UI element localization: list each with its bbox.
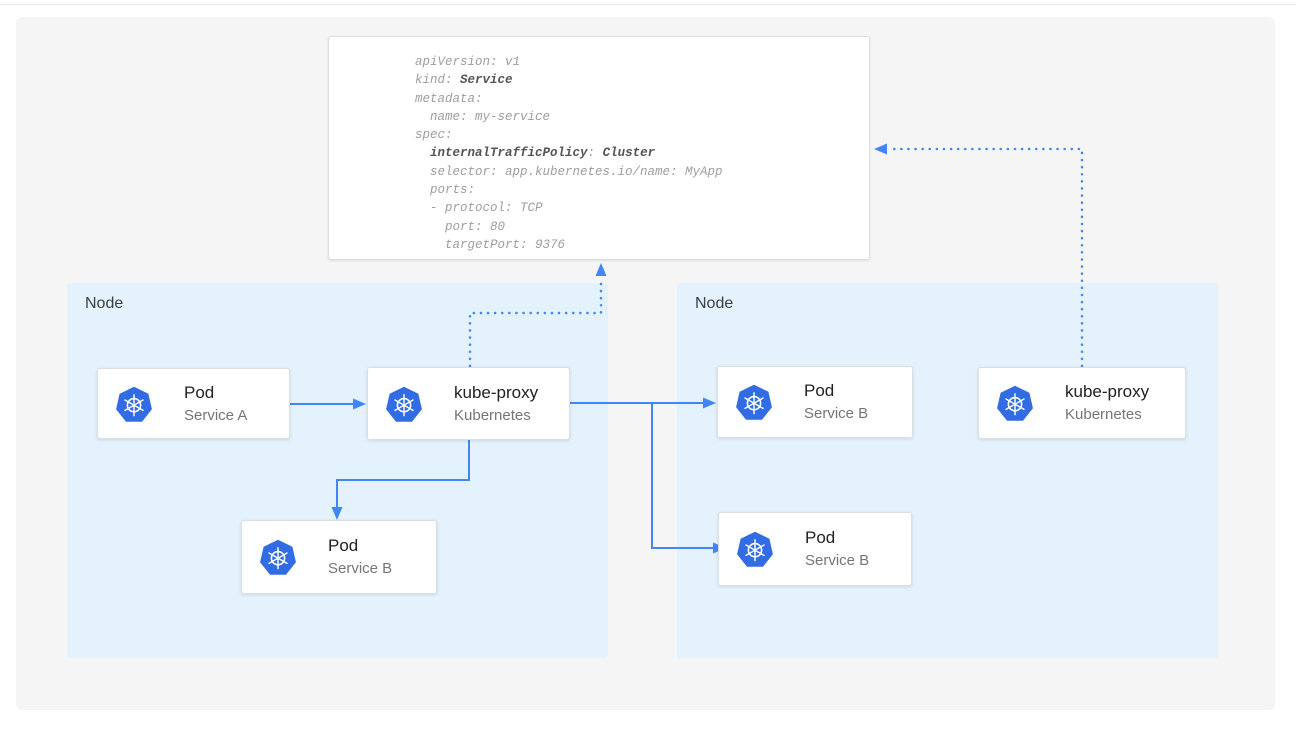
card-subtitle: Kubernetes [454, 406, 531, 424]
node-left: Node [67, 283, 608, 658]
kubernetes-icon [735, 529, 775, 569]
node-right: Node [677, 283, 1218, 658]
pod-card-service-a: Pod Service A [97, 368, 290, 439]
kube-proxy-card-left: kube-proxy Kubernetes [367, 367, 570, 440]
card-title: Pod [328, 536, 359, 555]
node-right-label: Node [695, 295, 734, 312]
kube-proxy-card-right: kube-proxy Kubernetes [978, 367, 1186, 439]
card-subtitle: Service B [804, 405, 869, 422]
card-title: Pod [805, 528, 836, 547]
pod-card-service-b-right-node-top: Pod Service B [717, 366, 913, 438]
kubernetes-icon [114, 384, 154, 424]
kubernetes-icon [384, 384, 424, 424]
kubernetes-icon [258, 537, 298, 577]
kubernetes-icon [995, 383, 1035, 423]
card-subtitle: Service B [805, 552, 870, 569]
card-title: Pod [804, 381, 835, 400]
node-left-label: Node [85, 295, 124, 312]
card-title: kube-proxy [454, 382, 539, 402]
pod-card-service-b-left-node: Pod Service B [241, 520, 437, 594]
page-top-divider [0, 4, 1296, 5]
card-title: Pod [184, 382, 215, 402]
kubernetes-icon [734, 382, 774, 422]
card-subtitle: Kubernetes [1065, 406, 1142, 423]
pod-card-service-b-right-node-bottom: Pod Service B [718, 512, 912, 586]
card-title: kube-proxy [1065, 382, 1150, 401]
card-subtitle: Service B [328, 560, 393, 577]
card-subtitle: Service A [184, 406, 248, 424]
